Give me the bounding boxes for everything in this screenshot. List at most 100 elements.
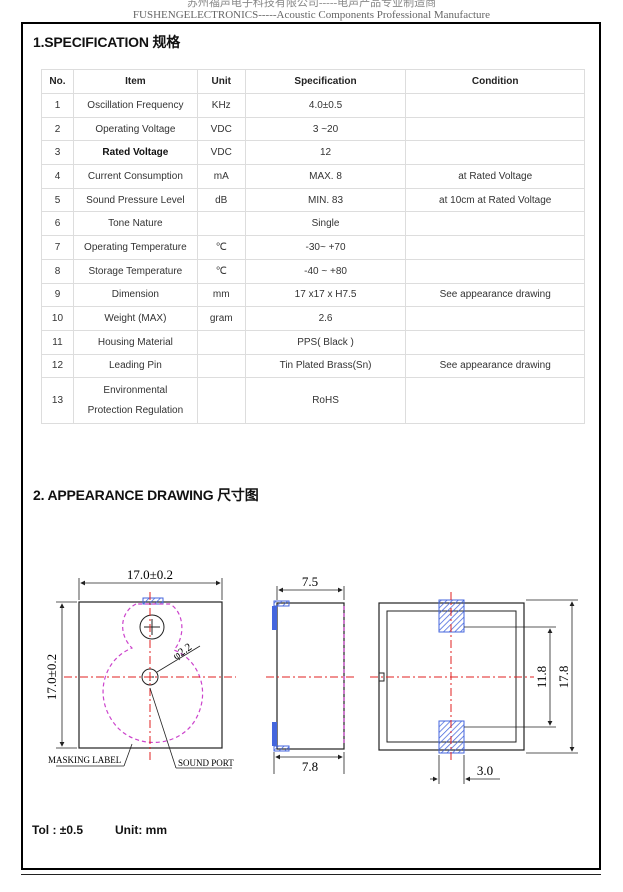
- sound-port-text: SOUND PORT: [178, 758, 234, 768]
- cell-spec: Single: [244, 211, 407, 237]
- dim-width-text: 17.0±0.2: [127, 567, 173, 582]
- dim-height-text: 17.0±0.2: [44, 654, 59, 700]
- masking-label-outline: [102, 603, 204, 743]
- cell-item-line2: Protection Regulation: [87, 404, 184, 416]
- cell-unit: KHz: [196, 93, 246, 118]
- cell-spec: -30~ +70: [244, 235, 407, 260]
- header-item: Item: [72, 69, 198, 94]
- company-name-cn: 苏州福声电子科技有限公司-----电声产品专业制造商: [186, 0, 437, 9]
- company-name-en: FUSHENGELECTRONICS-----Acoustic Componen…: [132, 9, 491, 21]
- side-view-outline: [276, 602, 345, 750]
- masking-label-text: MASKING LABEL: [48, 755, 121, 765]
- side-lead-top: [272, 606, 277, 630]
- cell-item: Operating Voltage: [72, 116, 198, 142]
- cell-item: Housing Material: [72, 329, 198, 355]
- cell-spec: 2.6: [244, 306, 407, 331]
- table-row: 11 Housing Material PPS( Black ): [41, 329, 585, 355]
- cell-no: 5: [41, 187, 74, 213]
- top-pad: [142, 597, 164, 605]
- cell-no: 3: [41, 140, 74, 166]
- section-title-specification: 1.SPECIFICATION 规格: [33, 34, 181, 50]
- table-row: 1 Oscillation Frequency KHz 4.0±0.5: [41, 93, 585, 118]
- cell-no: 11: [41, 329, 74, 355]
- cell-unit: VDC: [196, 140, 246, 166]
- side-view: 7.5 7.8: [266, 574, 356, 774]
- side-dim-top-text: 7.5: [302, 574, 318, 589]
- table-row: 8 Storage Temperature ℃ -40 ~ +80: [41, 258, 585, 284]
- cell-condition: [405, 235, 585, 260]
- cell-condition: [405, 93, 585, 118]
- tolerance-note: Tol : ±0.5: [32, 823, 84, 837]
- outer-height-text: 17.8: [556, 666, 571, 689]
- table-header-row: No. Item Unit Specification Condition: [41, 69, 585, 94]
- cell-item: Operating Temperature: [72, 235, 198, 260]
- cell-item: Oscillation Frequency: [72, 93, 198, 118]
- table-row: 9 Dimension mm 17 x17 x H7.5 See appeara…: [41, 282, 585, 308]
- cell-spec: Tin Plated Brass(Sn): [244, 353, 407, 379]
- cell-unit: [196, 329, 246, 355]
- bottom-view: 11.8 17.8 3.0: [370, 592, 578, 784]
- cell-condition: [405, 258, 585, 284]
- cell-condition: [405, 140, 585, 166]
- side-pad-bottom: [273, 745, 290, 752]
- cell-condition: [405, 377, 585, 425]
- cell-spec: MIN. 83: [244, 187, 407, 213]
- side-lead-bottom: [272, 722, 277, 746]
- bottom-notch: [379, 672, 385, 682]
- cell-no: 12: [41, 353, 74, 379]
- page-frame: [21, 22, 601, 870]
- cell-spec: 12: [244, 140, 407, 166]
- cell-item: Dimension: [72, 282, 198, 308]
- cell-item: Rated Voltage: [72, 140, 198, 166]
- cell-spec: RoHS: [244, 377, 407, 425]
- cell-spec: 4.0±0.5: [244, 93, 407, 118]
- cell-condition: [405, 306, 585, 331]
- cell-item-line1: Environmental: [103, 384, 168, 396]
- bottom-rule: [21, 874, 601, 875]
- specification-table: No. Item Unit Specification Condition 1 …: [41, 69, 585, 425]
- cell-unit: mm: [196, 282, 246, 308]
- hole-leader: [156, 645, 201, 673]
- cell-condition: See appearance drawing: [405, 282, 585, 308]
- table-row: 6 Tone Nature Single: [41, 211, 585, 237]
- sound-port-leader: [149, 687, 177, 769]
- cell-unit: gram: [196, 306, 246, 331]
- cell-item: Storage Temperature: [72, 258, 198, 284]
- cell-spec: PPS( Black ): [244, 329, 407, 355]
- pad-width-text: 3.0: [477, 763, 493, 778]
- cell-item: Tone Nature: [72, 211, 198, 237]
- cell-unit: VDC: [196, 116, 246, 142]
- cell-unit: mA: [196, 164, 246, 189]
- masking-leader: [123, 743, 133, 767]
- side-pad-top: [273, 600, 290, 607]
- header-condition: Condition: [405, 69, 585, 94]
- cell-spec: -40 ~ +80: [244, 258, 407, 284]
- table-row: 3 Rated Voltage VDC 12: [41, 140, 585, 166]
- cell-no: 2: [41, 116, 74, 142]
- inner-height-text: 11.8: [534, 666, 549, 688]
- cell-unit: ℃: [196, 235, 246, 260]
- cell-unit: ℃: [196, 258, 246, 284]
- header-unit: Unit: [196, 69, 246, 94]
- cell-no: 1: [41, 93, 74, 118]
- cell-no: 8: [41, 258, 74, 284]
- side-dim-bottom-text: 7.8: [302, 759, 318, 774]
- header-specification: Specification: [244, 69, 407, 94]
- screw-circle: [139, 614, 165, 640]
- cell-no: 10: [41, 306, 74, 331]
- cell-spec: 17 x17 x H7.5: [244, 282, 407, 308]
- cell-condition: [405, 329, 585, 355]
- table-row: 7 Operating Temperature ℃ -30~ +70: [41, 235, 585, 260]
- unit-note: Unit: mm: [115, 823, 167, 837]
- cell-no: 4: [41, 164, 74, 189]
- cell-unit: dB: [196, 187, 246, 213]
- table-row: 10 Weight (MAX) gram 2.6: [41, 306, 585, 331]
- cell-item: Weight (MAX): [72, 306, 198, 331]
- header-no: No.: [41, 69, 74, 94]
- cell-unit: [196, 377, 246, 425]
- cell-condition: [405, 211, 585, 237]
- table-row: 2 Operating Voltage VDC 3 ~20: [41, 116, 585, 142]
